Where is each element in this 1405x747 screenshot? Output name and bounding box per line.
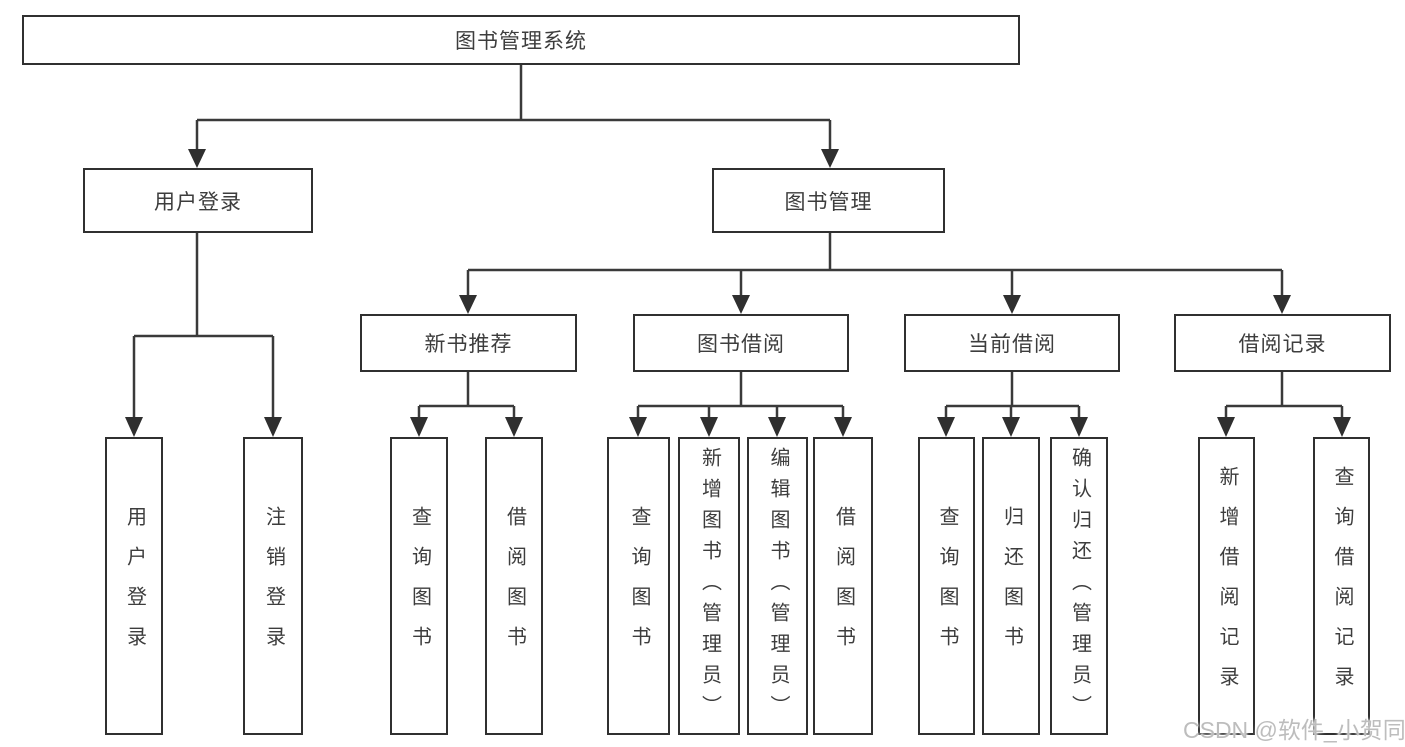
node-book-management-label: 图书管理 <box>784 190 873 214</box>
leaf-query-books-current: 查询图书 <box>918 437 975 735</box>
leaf-query-books-borrowing: 查询图书 <box>607 437 670 735</box>
arrowheads-userlogin-leaves <box>125 417 282 437</box>
leaf-borrow-books-recommend: 借阅图书 <box>485 437 543 735</box>
leaf-edit-book-admin: 编辑图书（管理员） <box>747 437 808 735</box>
leaf-query-borrow-record: 查询借阅记录 <box>1313 437 1370 735</box>
arrowheads-current-leaves <box>937 417 1088 437</box>
node-book-borrowing: 图书借阅 <box>633 314 849 372</box>
node-borrowing-records: 借阅记录 <box>1174 314 1391 372</box>
leaf-return-books: 归还图书 <box>982 437 1040 735</box>
arrowheads-level2 <box>188 149 839 168</box>
leaf-add-book-admin: 新增图书（管理员） <box>678 437 740 735</box>
node-new-book-recommend: 新书推荐 <box>360 314 577 372</box>
connector-borrowing-to-leaves <box>636 372 845 418</box>
leaf-borrow-books-borrowing: 借阅图书 <box>813 437 873 735</box>
leaf-user-login: 用户登录 <box>105 437 163 735</box>
node-book-management: 图书管理 <box>712 168 945 233</box>
connector-records-to-leaves <box>1224 372 1344 418</box>
arrowheads-recommend-leaves <box>410 417 523 437</box>
connector-userlogin-to-leaves <box>132 233 275 418</box>
leaf-logout-label: 注销登录 <box>262 506 285 666</box>
arrowheads-borrowing-leaves <box>629 417 852 437</box>
leaf-borrow-books-recommend-label: 借阅图书 <box>503 506 526 666</box>
leaf-logout: 注销登录 <box>243 437 303 735</box>
node-borrowing-records-label: 借阅记录 <box>1238 333 1327 356</box>
leaf-add-book-admin-label: 新增图书（管理员） <box>698 446 721 726</box>
leaf-add-borrow-record-label: 新增借阅记录 <box>1216 466 1238 706</box>
node-root-label: 图书管理系统 <box>455 30 587 53</box>
arrowheads-level3 <box>459 295 1291 314</box>
leaf-query-books-borrowing-label: 查询图书 <box>628 506 650 666</box>
leaf-confirm-return-admin: 确认归还（管理员） <box>1050 437 1108 735</box>
leaf-query-books-current-label: 查询图书 <box>936 506 958 666</box>
node-user-login: 用户登录 <box>83 168 313 233</box>
leaf-confirm-return-admin-label: 确认归还（管理员） <box>1068 446 1091 726</box>
connector-bookmgmt-to-level3 <box>466 233 1284 296</box>
leaf-query-books-recommend-label: 查询图书 <box>408 506 431 666</box>
node-current-borrowing-label: 当前借阅 <box>968 333 1056 356</box>
csdn-watermark: CSDN @软件_小贺同学 <box>1183 717 1405 743</box>
node-root: 图书管理系统 <box>22 15 1020 65</box>
leaf-user-login-label: 用户登录 <box>123 506 146 666</box>
connector-recommend-to-leaves <box>417 372 516 418</box>
leaf-borrow-books-borrowing-label: 借阅图书 <box>832 506 855 666</box>
node-book-borrowing-label: 图书借阅 <box>697 333 785 356</box>
node-user-login-label: 用户登录 <box>154 190 242 214</box>
node-new-book-recommend-label: 新书推荐 <box>424 333 513 356</box>
leaf-edit-book-admin-label: 编辑图书（管理员） <box>767 446 789 726</box>
leaf-query-books-recommend: 查询图书 <box>390 437 448 735</box>
leaf-query-borrow-record-label: 查询借阅记录 <box>1331 466 1353 706</box>
leaf-return-books-label: 归还图书 <box>1000 506 1023 666</box>
arrowheads-records-leaves <box>1217 417 1351 437</box>
connector-root-to-level2 <box>195 65 832 150</box>
connector-current-to-leaves <box>944 372 1081 418</box>
node-current-borrowing: 当前借阅 <box>904 314 1120 372</box>
leaf-add-borrow-record: 新增借阅记录 <box>1198 437 1255 735</box>
